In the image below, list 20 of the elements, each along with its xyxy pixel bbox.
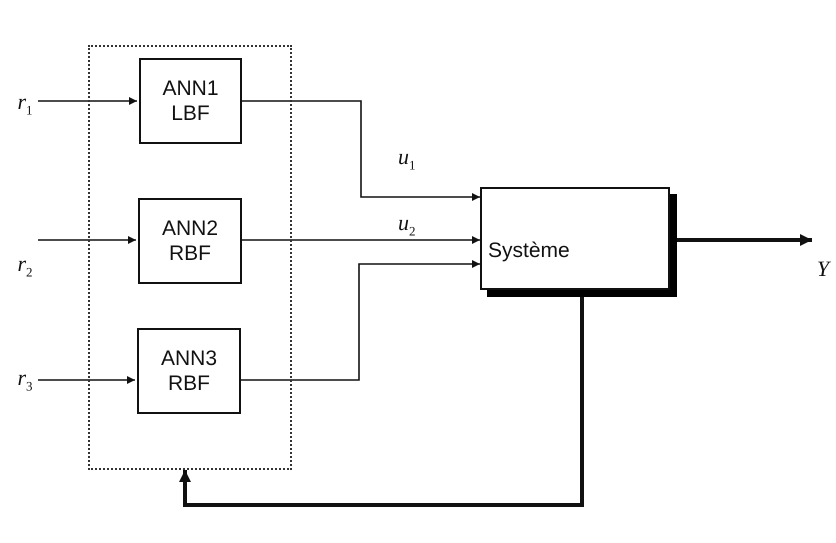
variable-label: r$_{2}$ [17, 251, 33, 281]
process-box [138, 198, 242, 284]
dotted-group-box [88, 45, 292, 470]
process-box [139, 58, 242, 144]
arrow [38, 97, 137, 105]
arrow [179, 297, 584, 507]
arrow [38, 236, 136, 244]
process-box [137, 328, 241, 414]
arrow [239, 260, 480, 381]
box-text: ANN2 RBF [160, 216, 220, 266]
variable-label: r$_{3}$ [17, 365, 33, 395]
variable-label: r$_{1}$ [17, 89, 33, 119]
output-label: Y [816, 256, 830, 282]
box-text: Système [488, 238, 570, 264]
box-text: ANN3 RBF [160, 346, 218, 396]
arrow [38, 376, 135, 384]
arrow [240, 236, 480, 244]
arrow [677, 234, 812, 246]
arrow [240, 100, 480, 201]
box-text: ANN1 LBF [161, 76, 220, 126]
